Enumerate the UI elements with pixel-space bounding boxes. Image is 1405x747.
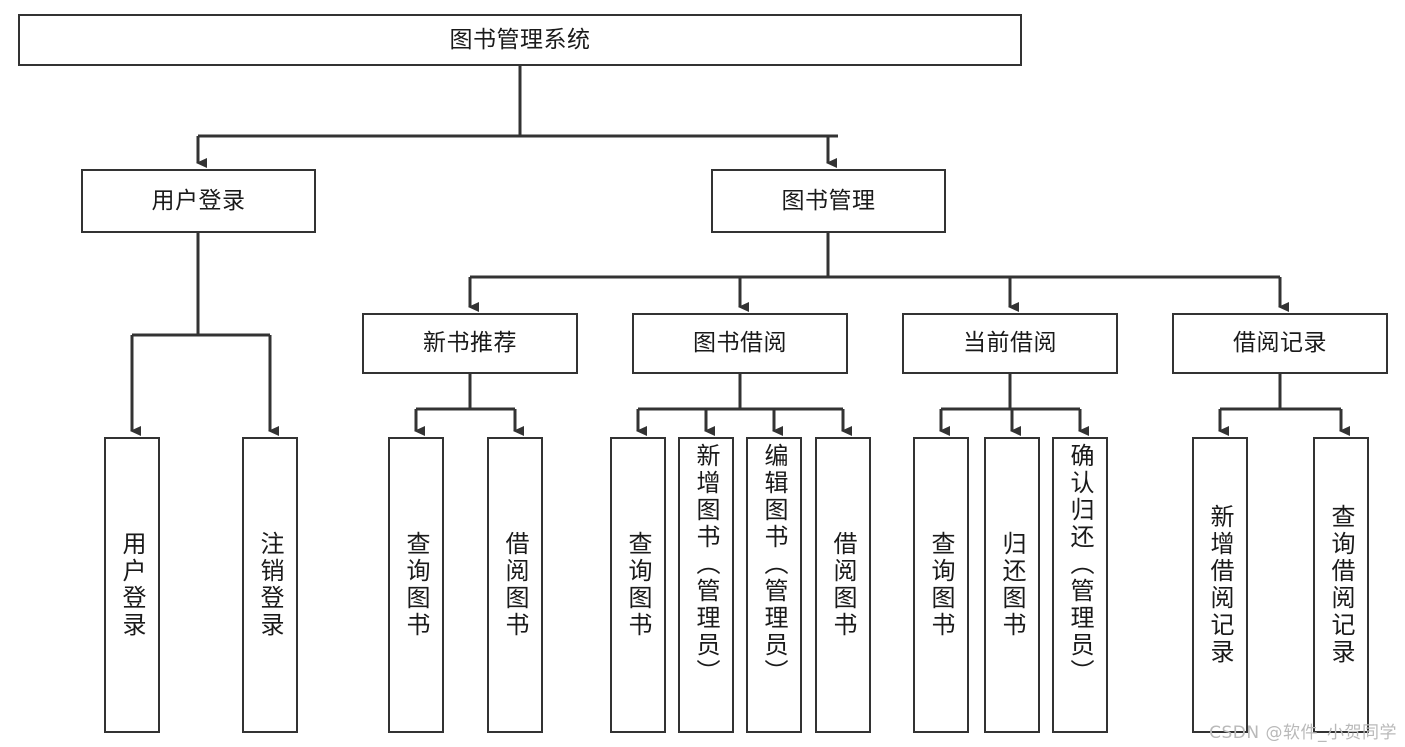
leaf-return-book[interactable]: 归还图书 [984, 437, 1040, 733]
node-user-login-label: 用户登录 [151, 187, 246, 214]
leaf-edit-book-label: 编辑图书（管理员） [760, 443, 788, 686]
node-book-manage[interactable]: 图书管理 [711, 169, 946, 233]
leaf-query-book-2-label: 查询图书 [624, 531, 652, 639]
leaf-query-record[interactable]: 查询借阅记录 [1313, 437, 1369, 733]
csdn-watermark: CSDN @软件_小贺同学 [1209, 723, 1397, 743]
leaf-borrow-book-2-label: 借阅图书 [829, 531, 857, 639]
leaf-logout[interactable]: 注销登录 [242, 437, 298, 733]
node-current-borrow[interactable]: 当前借阅 [902, 313, 1118, 374]
node-root[interactable]: 图书管理系统 [18, 14, 1022, 66]
node-borrow-record-label: 借阅记录 [1233, 330, 1327, 357]
leaf-borrow-book-2[interactable]: 借阅图书 [815, 437, 871, 733]
leaf-borrow-book-1[interactable]: 借阅图书 [487, 437, 543, 733]
node-book-borrow[interactable]: 图书借阅 [632, 313, 848, 374]
node-current-borrow-label: 当前借阅 [963, 330, 1057, 357]
leaf-query-book-1-label: 查询图书 [402, 531, 430, 639]
leaf-add-record-label: 新增借阅记录 [1206, 504, 1234, 666]
node-borrow-record[interactable]: 借阅记录 [1172, 313, 1388, 374]
node-new-book-recommend-label: 新书推荐 [423, 330, 517, 357]
leaf-add-record[interactable]: 新增借阅记录 [1192, 437, 1248, 733]
leaf-logout-label: 注销登录 [256, 531, 284, 639]
node-user-login[interactable]: 用户登录 [81, 169, 316, 233]
leaf-add-book-label: 新增图书（管理员） [692, 443, 720, 686]
leaf-confirm-return[interactable]: 确认归还（管理员） [1052, 437, 1108, 733]
leaf-edit-book[interactable]: 编辑图书（管理员） [746, 437, 802, 733]
leaf-confirm-return-label: 确认归还（管理员） [1066, 443, 1094, 686]
leaf-query-record-label: 查询借阅记录 [1327, 504, 1355, 666]
node-book-borrow-label: 图书借阅 [693, 330, 787, 357]
node-root-label: 图书管理系统 [449, 26, 591, 53]
leaf-return-book-label: 归还图书 [998, 531, 1026, 639]
node-new-book-recommend[interactable]: 新书推荐 [362, 313, 578, 374]
leaf-borrow-book-1-label: 借阅图书 [501, 531, 529, 639]
leaf-query-book-3-label: 查询图书 [927, 531, 955, 639]
leaf-query-book-2[interactable]: 查询图书 [610, 437, 666, 733]
leaf-query-book-3[interactable]: 查询图书 [913, 437, 969, 733]
leaf-query-book-1[interactable]: 查询图书 [388, 437, 444, 733]
leaf-user-login[interactable]: 用户登录 [104, 437, 160, 733]
leaf-user-login-label: 用户登录 [118, 531, 146, 639]
leaf-add-book[interactable]: 新增图书（管理员） [678, 437, 734, 733]
node-book-manage-label: 图书管理 [781, 187, 876, 214]
